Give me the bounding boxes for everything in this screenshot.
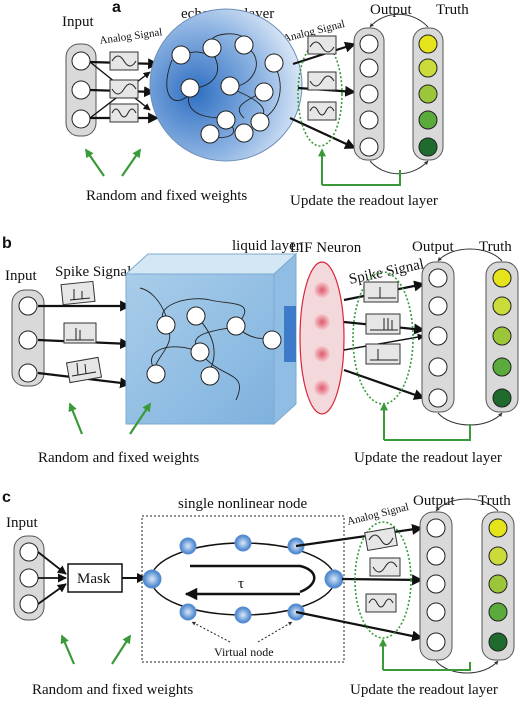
panel-b-output-label: Output [412,239,455,255]
truth-neuron [488,546,508,566]
panel-b-input-label: Input [5,268,37,284]
panel-a-compare-arc [369,13,429,28]
panel-c-node-label: single nonlinear node [178,496,307,512]
spike-trains [66,289,97,377]
truth-neuron [492,357,512,377]
truth-neuron [488,602,508,622]
truth-neuron [418,34,438,54]
truth-neuron [492,296,512,316]
truth-neuron [488,632,508,652]
panel-c-compare-arc [435,660,499,674]
panel-c: c Input single nonlinear node Analog Sig… [2,489,515,698]
input-neurons [18,296,38,383]
panel-a-signal-in-label: Analog Signal [99,26,163,47]
panel-a-readout-arrow [322,150,401,186]
panel-c-readout-label: Update the readout layer [350,682,498,698]
panel-b-lif-label: LIF Neuron [290,240,362,256]
truth-neuron [492,326,512,346]
truth-neuron [492,388,512,408]
panel-a-weight-arrows [84,148,142,177]
panel-c-input-label: Input [6,515,38,531]
panel-b: b Input Spike Signal liquid layer LIF Ne… [2,235,519,466]
panel-c-compare-arc [435,498,499,512]
input-neuron [71,51,91,71]
panel-c-readout-arrow [383,640,471,671]
panel-b-reservoir-label: liquid layer [232,238,301,254]
lif-neuron-group [299,261,345,415]
panel-a: a Input echo state layer Analog Signal A… [62,0,469,209]
panel-c-mask-label: Mask [77,571,111,587]
panel-c-virtual-label: Virtual node [214,645,274,659]
panel-b-compare-arc [437,248,503,262]
input-neuron [71,80,91,100]
truth-neuron [418,84,438,104]
panel-b-readout-arrow [384,404,471,441]
panel-a-readout-ellipse [297,41,343,147]
output-neurons [426,518,446,652]
panel-b-truth-label: Truth [479,239,512,255]
panel-a-analog-boxes [109,51,139,123]
virtual-nodes [142,534,344,624]
truth-neuron [492,268,512,288]
single-node-box [141,515,345,663]
panel-b-signal-in-label: Spike Signal [55,264,131,280]
virtual-node-pointers [191,621,293,643]
truth-neuron [418,110,438,130]
panel-c-weight-arrows [60,634,131,665]
output-neurons [359,34,379,157]
panel-b-compare-arc [437,412,503,426]
panel-b-letter: b [2,235,12,252]
panel-a-compare-arc [369,160,429,175]
panel-c-output-label: Output [413,493,456,509]
truth-neuron [418,137,438,157]
input-neuron [71,109,91,129]
output-spike-trains [368,287,398,361]
panel-b-weights-label: Random and fixed weights [38,450,199,466]
truth-neuron [418,58,438,78]
panel-a-readout-label: Update the readout layer [290,193,438,209]
panel-a-weights-label: Random and fixed weights [86,188,247,204]
loop-arrow-top [190,564,316,594]
input-neurons [19,542,39,614]
panel-b-out-spike-boxes [363,281,401,365]
panel-c-signal-out-label: Analog Signal [346,501,410,528]
panel-c-weights-label: Random and fixed weights [32,682,193,698]
output-neurons [428,268,448,408]
reservoir-neurons [171,35,284,144]
panel-b-readout-label: Update the readout layer [354,450,502,466]
panel-b-spike-boxes [60,280,103,384]
panel-c-truth-label: Truth [478,493,511,509]
panel-a-letter: a [112,0,121,16]
panel-c-letter: c [2,489,11,506]
panel-a-truth-label: Truth [436,2,469,18]
panel-c-input-arrows [37,551,67,605]
panel-a-output-label: Output [370,2,413,18]
panel-c-output-arrows [295,523,424,642]
lif-neurons [313,281,331,397]
panel-b-weight-arrows [68,402,151,435]
truth-neuron [488,574,508,594]
panel-c-tau-label: τ [238,576,244,592]
liquid-neurons [146,306,282,386]
truth-neuron [488,518,508,538]
panel-a-input-label: Input [62,14,94,30]
